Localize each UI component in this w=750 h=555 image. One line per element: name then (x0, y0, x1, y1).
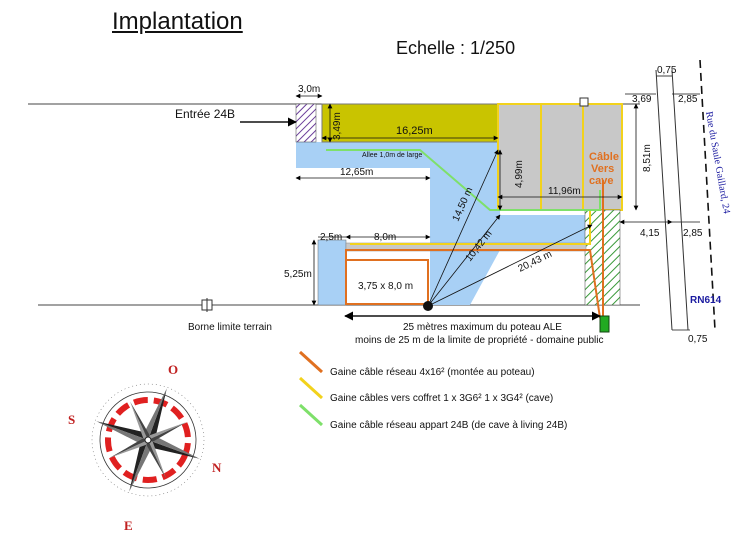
poteau-ale (423, 301, 433, 311)
road-line-1 (655, 69, 673, 331)
orange-box (345, 259, 429, 305)
label-25: 2,5m (320, 232, 342, 243)
yellow-cable (350, 210, 591, 245)
label-415: 4,15 (640, 228, 660, 239)
green-coffret (599, 315, 610, 333)
label-1265: 12,65m (340, 167, 373, 178)
radius-1042 (427, 214, 501, 307)
legend-text-orange: Gaine câble réseau 4x16² (montée au pote… (330, 367, 535, 378)
label-851: 8,51m (642, 144, 653, 172)
label-rue: Rue du Saule Gaillard, 24 (703, 111, 732, 215)
road-dashed (699, 59, 716, 331)
label-1196: 11,96m (548, 186, 581, 197)
hatched-entrance (295, 103, 317, 143)
green-cable (326, 149, 601, 211)
label-369: 3,69 (632, 94, 652, 105)
label-1625: 16,25m (396, 125, 433, 137)
label-cable-1: Câble (589, 151, 619, 163)
top-marker (579, 97, 589, 107)
label-285-top: 2,85 (678, 94, 698, 105)
grey-building (497, 103, 623, 211)
label-80: 8,0m (374, 232, 396, 243)
label-349: 3,49m (332, 112, 343, 140)
legend-line-orange (298, 350, 324, 374)
label-allee: Allee 1,0m de large (362, 152, 422, 159)
left-blue-block (317, 239, 347, 306)
radius-2043 (427, 224, 593, 307)
label-rn614: RN614 (690, 295, 722, 306)
legend-line-yellow (298, 376, 324, 400)
label-285-mid: 2,85 (683, 228, 703, 239)
label-cable-3: cave (589, 175, 613, 187)
compass-n: N (212, 460, 222, 475)
label-525: 5,25m (284, 269, 312, 280)
compass-e: E (124, 518, 133, 533)
label-entree: Entrée 24B (175, 107, 235, 121)
label-borne: Borne limite terrain (188, 322, 272, 333)
page-title: Implantation (112, 8, 243, 35)
road-line-2 (671, 69, 689, 331)
label-cable-2: Vers (591, 163, 614, 175)
compass-s: S (68, 412, 75, 427)
label-3m: 3,0m (298, 84, 320, 95)
label-box: 3,75 x 8,0 m (358, 281, 413, 292)
legend-text-green: Gaine câble réseau appart 24B (de cave à… (330, 420, 567, 431)
label-499: 4,99m (514, 160, 525, 188)
label-075-bot: 0,75 (688, 334, 708, 345)
compass-o: O (168, 362, 178, 377)
note-line-1: 25 mètres maximum du poteau ALE (403, 322, 562, 333)
label-075-top: 0,75 (657, 65, 677, 76)
radius-1450 (427, 149, 499, 307)
allee-area (296, 142, 585, 305)
legend-text-yellow: Gaine câbles vers coffret 1 x 3G6² 1 x 3… (330, 393, 553, 404)
legend-line-green (298, 403, 324, 427)
note-line-2: moins de 25 m de la limite de propriété … (355, 335, 603, 346)
orange-cable (345, 249, 601, 319)
compass-rose (91, 383, 205, 497)
scale-label: Echelle : 1/250 (396, 38, 516, 58)
